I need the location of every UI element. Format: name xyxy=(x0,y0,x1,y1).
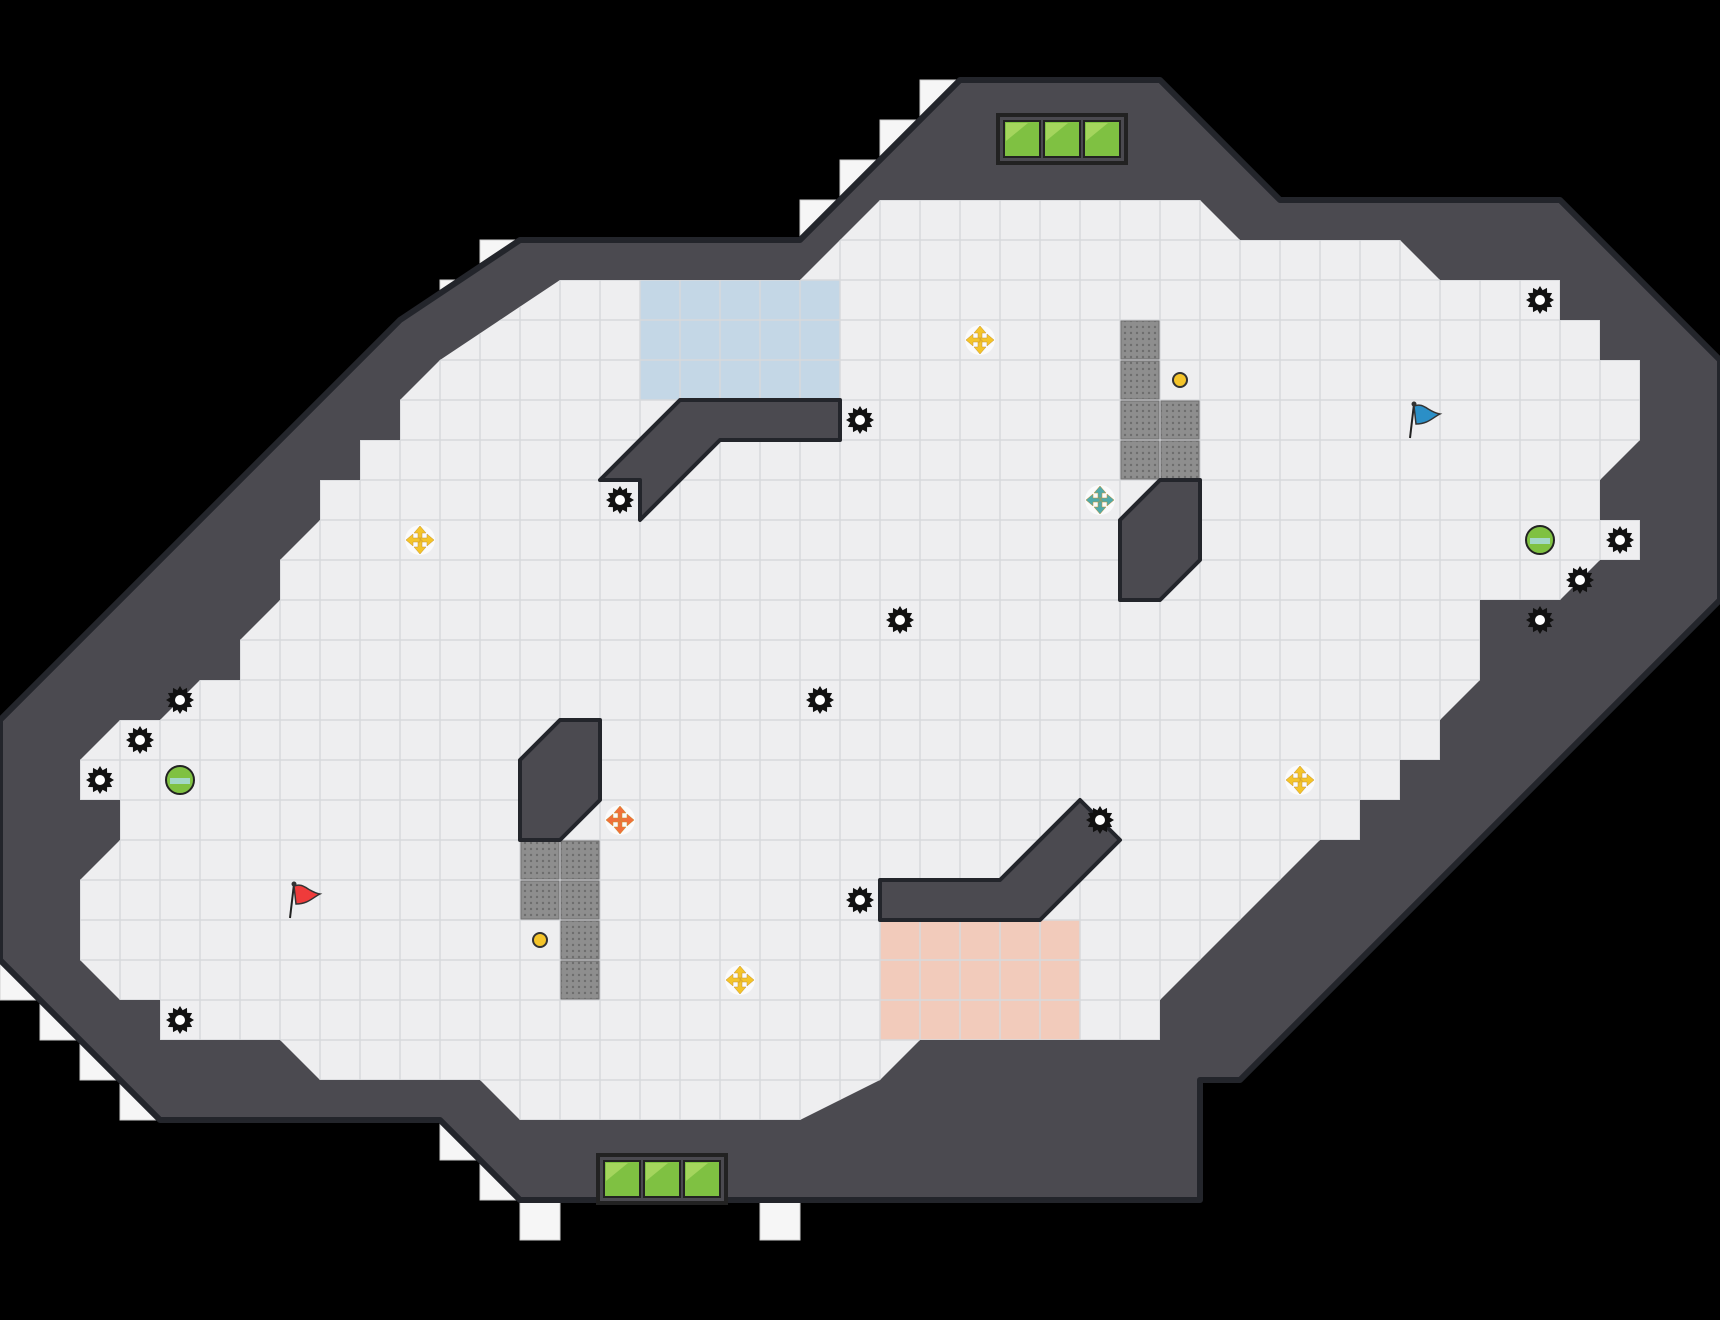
spike-icon xyxy=(1526,606,1554,634)
floor xyxy=(80,200,1640,1120)
spike-icon xyxy=(806,686,834,714)
gate-tile xyxy=(1160,400,1200,440)
stair-tile xyxy=(519,1199,561,1241)
inner-wall xyxy=(518,718,602,842)
boost-icon xyxy=(405,525,435,555)
spike-icon xyxy=(1606,526,1634,554)
inner-wall-layer xyxy=(518,398,1202,922)
boost-icon xyxy=(1285,765,1315,795)
blue-flag-icon xyxy=(1409,401,1443,439)
inner-wall xyxy=(1118,478,1202,602)
spike-icon xyxy=(846,886,874,914)
spike-icon xyxy=(126,726,154,754)
gate-tile xyxy=(560,920,600,960)
portal-icon xyxy=(165,765,195,795)
spike-icon xyxy=(86,766,114,794)
portal-icon xyxy=(1525,525,1555,555)
gate-tile xyxy=(560,880,600,920)
inner-wall xyxy=(598,398,842,522)
red-endzone xyxy=(880,920,1080,1040)
red-flag-icon xyxy=(289,881,323,919)
gate-tile xyxy=(1120,360,1160,400)
bomb-gate xyxy=(596,1153,728,1205)
stair-tile xyxy=(759,1199,801,1241)
gate-tile xyxy=(1120,400,1160,440)
endzone-layer xyxy=(640,280,1080,1040)
button-icon xyxy=(532,932,548,948)
gate-tile xyxy=(1160,440,1200,480)
boost-icon xyxy=(1085,485,1115,515)
spike-icon xyxy=(166,686,194,714)
gate-tile xyxy=(520,880,560,920)
inner-wall xyxy=(878,798,1122,922)
spike-icon xyxy=(166,1006,194,1034)
boost-icon xyxy=(605,805,635,835)
gate-tile xyxy=(1120,440,1160,480)
spike-icon xyxy=(1526,286,1554,314)
gate-tile xyxy=(1120,320,1160,360)
item-layer xyxy=(86,113,1634,1205)
spike-icon xyxy=(1086,806,1114,834)
floor-layer xyxy=(80,200,1640,1120)
gate-tile xyxy=(560,960,600,1000)
button-icon xyxy=(1172,372,1188,388)
gate-layer xyxy=(520,320,1200,1000)
spike-icon xyxy=(1566,566,1594,594)
bomb-gate xyxy=(996,113,1128,165)
spike-icon xyxy=(606,486,634,514)
spike-icon xyxy=(846,406,874,434)
spike-icon xyxy=(886,606,914,634)
blue-endzone xyxy=(640,280,840,400)
boost-icon xyxy=(965,325,995,355)
boost-icon xyxy=(725,965,755,995)
gate-tile xyxy=(520,840,560,880)
gate-tile xyxy=(560,840,600,880)
